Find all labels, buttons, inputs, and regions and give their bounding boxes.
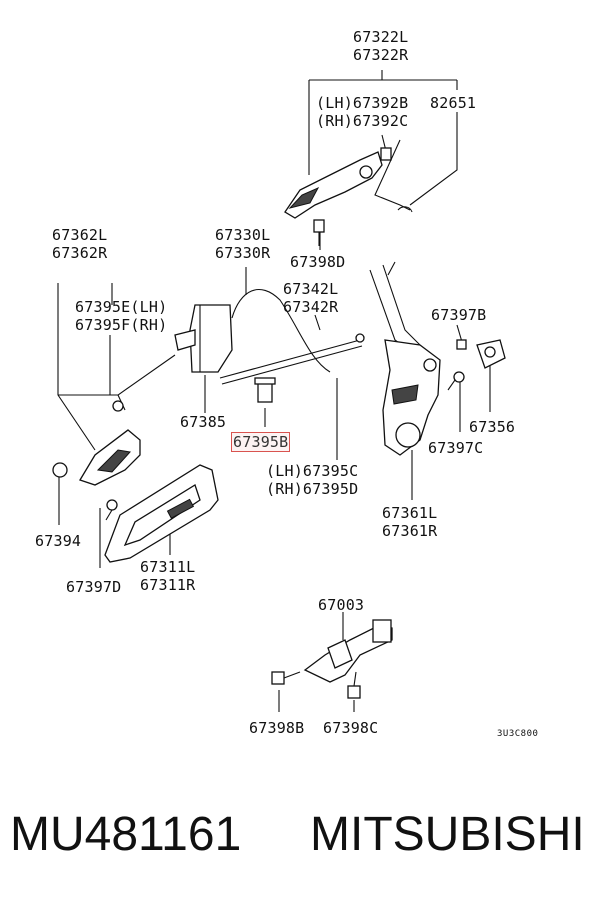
escutcheon-67311 <box>104 464 219 563</box>
rod-67330 <box>231 289 331 373</box>
label-67392: (LH)67392B (RH)67392C <box>316 94 409 130</box>
bolt-67398b <box>271 671 301 685</box>
remote-control-67385 <box>174 304 233 373</box>
inside-handle <box>79 429 141 486</box>
brand-name: MITSUBISHI <box>310 808 585 861</box>
label-67330: 67330L 67330R <box>215 226 271 262</box>
label-67362: 67362L 67362R <box>52 226 108 262</box>
label-67003: 67003 <box>318 596 365 614</box>
parts-diagram: 67322L 67322R (LH)67392B (RH)67392C 8265… <box>35 28 539 739</box>
rod-82651 <box>374 139 413 213</box>
bracket-67356 <box>476 339 506 369</box>
label-67356: 67356 <box>469 418 516 436</box>
diagram-code: 3U3C800 <box>497 729 539 739</box>
outside-handle <box>284 147 392 219</box>
rod-67342 <box>219 339 363 385</box>
screw-67397d <box>105 499 118 521</box>
screw-67397b <box>456 339 467 350</box>
label-67395b-highlighted: 67395B <box>231 432 291 452</box>
label-67385: 67385 <box>180 413 227 431</box>
clip-67395b <box>254 377 276 403</box>
screw-67398d <box>313 219 325 246</box>
footer-caption: MU481161 MITSUBISHI <box>10 805 595 875</box>
label-67322: 67322L 67322R <box>353 28 409 64</box>
label-67397c: 67397C <box>428 439 484 457</box>
diagram-drawing <box>52 70 506 712</box>
label-67394: 67394 <box>35 532 82 550</box>
label-82651: 82651 <box>430 94 477 112</box>
part-number: MU481161 <box>10 808 242 861</box>
door-latch-67361 <box>355 333 441 456</box>
label-67311: 67311L 67311R <box>140 558 196 594</box>
label-67361: 67361L 67361R <box>382 504 438 540</box>
label-67395cd: (LH)67395C (RH)67395D <box>266 462 359 498</box>
door-checker-67003 <box>303 619 393 683</box>
cap-67394 <box>52 462 68 478</box>
bolt-67398c <box>347 671 361 699</box>
leader-lines <box>57 70 491 712</box>
screw-67397c <box>447 371 465 391</box>
cable-67395ef <box>117 354 176 411</box>
label-67398d: 67398D <box>290 253 346 271</box>
label-67342: 67342L 67342R <box>283 280 339 316</box>
label-67397d: 67397D <box>66 578 122 596</box>
label-67395ef: 67395E(LH) 67395F(RH) <box>75 298 168 334</box>
label-67398c: 67398C <box>323 719 379 737</box>
cable-end-67395ef <box>112 400 124 412</box>
label-67398b: 67398B <box>249 719 305 737</box>
label-67397b: 67397B <box>431 306 487 324</box>
